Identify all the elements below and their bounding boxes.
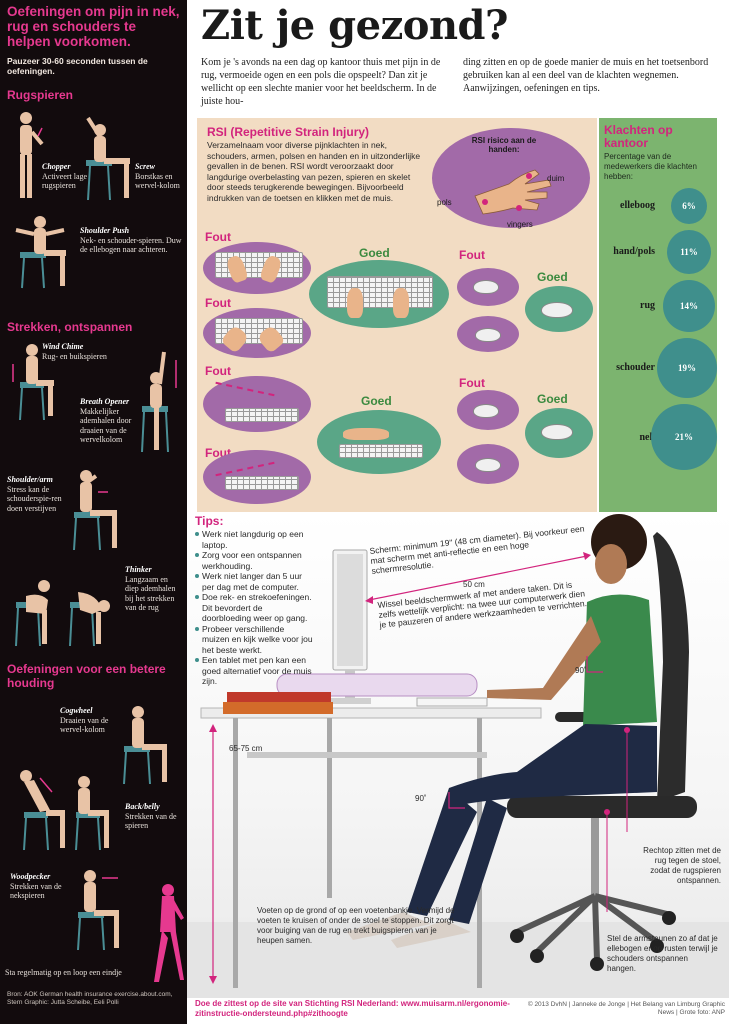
complaint-bubble: 6% [671, 188, 707, 224]
tip-item: Doe rek- en strekoefeningen. Dit bevorde… [195, 592, 313, 624]
cogwheel-figure [123, 706, 167, 785]
complaint-label: schouder [616, 362, 655, 373]
label-goed-mouse-2: Goed [537, 392, 568, 406]
rsi-panel: RSI (Repetitive Strain Injury) Verzameln… [197, 118, 597, 512]
exercise-shoulder-arm: Shoulder/arm Stress kan de schouderspie-… [7, 475, 62, 513]
main-area: Zit je gezond? Kom je 's avonds na een d… [187, 0, 729, 1024]
screw-figure [86, 116, 130, 201]
label-fout-mouse-2: Fout [459, 376, 485, 390]
rsi-title: RSI (Repetitive Strain Injury) [207, 125, 370, 139]
distance-label: 50 cm [463, 580, 485, 589]
section-heading-houding: Oefeningen voor een betere houding [7, 662, 166, 690]
chopper-figure [20, 112, 44, 198]
hand-icon [343, 428, 389, 440]
keyboard-wrong-3 [203, 376, 311, 432]
complaint-label: hand/pols [613, 246, 655, 257]
exercise-wind-chime: Wind Chime Rug- en buikspieren [42, 342, 107, 361]
wind-chime-figure [12, 344, 54, 421]
tip-item: Een tablet met pen kan een goed alternat… [195, 655, 313, 687]
intro-left: Kom je 's avonds na een dag op kantoor t… [201, 57, 441, 107]
complaint-label: elleboog [620, 200, 655, 211]
page-title: Zit je gezond? [201, 2, 508, 49]
risk-title: RSI risico aan de handen: [471, 136, 537, 154]
exercise-cogwheel: Cogwheel Draaien van de wervel-kolom [60, 706, 109, 734]
label-goed-mouse-1: Goed [537, 270, 568, 284]
complaint-bubble: 21% [651, 404, 717, 470]
thinker-figure [15, 580, 110, 647]
exercise-breath-opener: Breath Opener Makkelijker ademhalen door… [80, 397, 132, 444]
tip-item: Werk niet langer dan 5 uur per dag met d… [195, 571, 313, 592]
exercise-screw: Screw Borstkas en wervel-kolom [135, 162, 180, 190]
complaint-label: rug [640, 300, 655, 311]
armrest-note: Stel de armsteunen zo af dat je elleboge… [607, 934, 718, 973]
complaint-bubble: 19% [657, 338, 717, 398]
back-belly-figure [20, 770, 109, 851]
complaints-title: Klachten op kantoor [604, 123, 673, 150]
shoulder-push-figure [15, 216, 66, 289]
tip-item: Zorg voor een ontspannen werkhouding. [195, 550, 313, 571]
intro-right: ding zitten en op de goede manier de mui… [463, 57, 709, 94]
woodpecker-figure [77, 870, 119, 951]
tips-list: Werk niet langdurig op een laptop. Zorg … [195, 529, 313, 687]
risk-label-duim: duim [547, 174, 565, 183]
section-heading-strekken: Strekken, ontspannen [7, 320, 133, 334]
hand-risk-icon [474, 169, 552, 215]
shoulder-arm-figure [73, 470, 117, 551]
walking-figure [154, 884, 184, 982]
sidebar-sources: Bron: AOK German health insurance exerci… [7, 991, 173, 1006]
tip-item: Probeer verschillende muizen en kijk wel… [195, 624, 313, 656]
hand-icon [347, 288, 363, 318]
label-fout-3: Fout [205, 364, 231, 378]
mouse-icon [473, 404, 499, 418]
risk-label-vingers: vingers [507, 220, 533, 229]
back-note: Rechtop zitten met de rug tegen de stoel… [643, 846, 721, 885]
risk-oval [432, 128, 590, 228]
section-heading-rugspieren: Rugspieren [7, 88, 74, 102]
hand-icon [393, 288, 409, 318]
mouse-icon [475, 328, 501, 342]
exercise-sidebar: Oefeningen om pijn in nek, rug en schoud… [0, 0, 187, 1024]
sidebar-pause-note: Pauzeer 30-60 seconden tussen de oefenin… [7, 56, 148, 76]
label-goed-1: Goed [359, 246, 390, 260]
keyboard-icon [225, 408, 299, 422]
label-fout-2: Fout [205, 296, 231, 310]
credits: © 2013 DvhN | Janneke de Jonge | Het Bel… [527, 1001, 725, 1016]
complaints-subtitle: Percentage van de medewerkers die klacht… [604, 152, 697, 181]
exercise-chopper: Chopper Activeert lage rugspieren [42, 162, 88, 190]
complaint-bubble: 11% [667, 230, 711, 274]
mouse-icon [541, 302, 573, 318]
tips-title: Tips: [195, 514, 224, 528]
keyboard-correct-2 [317, 410, 441, 474]
feet-note: Voeten op de grond of op een voetenbankj… [257, 906, 455, 945]
desk-illustration [187, 514, 729, 998]
complaint-bubble: 14% [663, 280, 715, 332]
angle-label-knee: 90˚ [415, 794, 427, 803]
keyboard-icon [327, 276, 433, 308]
desk-height-label: 65-75 cm [229, 744, 263, 753]
zittest-link[interactable]: Doe de zittest op de site van Stichting … [195, 999, 510, 1018]
risk-label-pols: pols [437, 198, 452, 207]
keyboard-icon [225, 476, 299, 490]
exercise-woodpecker: Woodpecker Strekken van de nekspieren [10, 872, 62, 900]
mouse-icon [541, 424, 573, 440]
complaint-label: nek [639, 432, 655, 443]
keyboard-icon [339, 444, 423, 458]
mouse-icon [475, 458, 501, 472]
rsi-description: Verzamelnaam voor diverse pijnklachten i… [207, 140, 421, 203]
walk-note: Sta regelmatig op en loop een eindje [5, 968, 122, 977]
label-fout-1: Fout [205, 230, 231, 244]
complaints-panel: Klachten op kantoor Percentage van de me… [599, 118, 717, 512]
exercise-thinker: Thinker Langzaam en diep ademhalen bij h… [125, 565, 176, 612]
sidebar-title: Oefeningen om pijn in nek, rug en schoud… [7, 4, 180, 49]
breath-opener-figure [141, 351, 177, 453]
label-goed-2: Goed [361, 394, 392, 408]
tip-item: Werk niet langdurig op een laptop. [195, 529, 313, 550]
label-fout-mouse-1: Fout [459, 248, 485, 262]
mouse-icon [473, 280, 499, 294]
angle-label-elbow: 90˚ [575, 666, 587, 675]
exercise-back-belly: Back/belly Strekken van de spieren [125, 802, 177, 830]
exercise-shoulder-push: Shoulder Push Nek- en schouder-spieren. … [80, 226, 182, 254]
